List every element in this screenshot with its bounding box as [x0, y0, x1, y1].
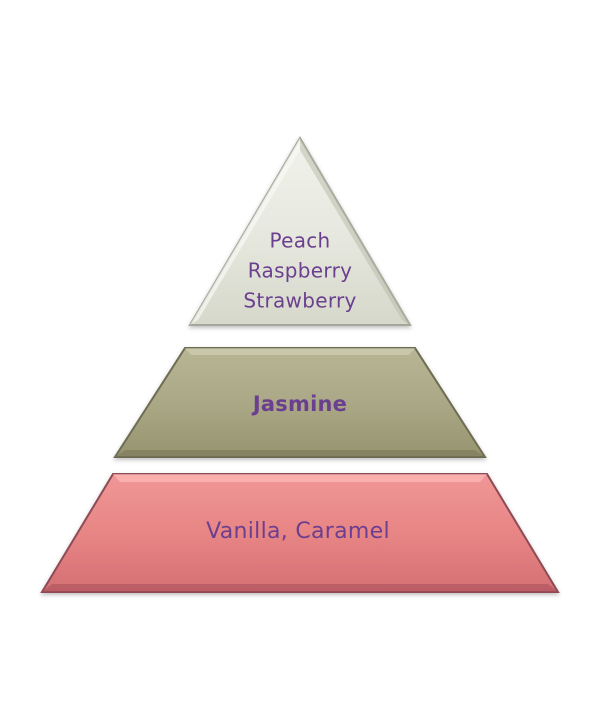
bottom-tier-bevel-top	[113, 474, 487, 482]
bottom-tier-label: Vanilla, Caramel	[206, 519, 390, 544]
top-tier-line-3: Strawberry	[243, 289, 356, 313]
bottom-tier-bevel-bottom	[42, 584, 558, 592]
top-tier-bevel-left	[190, 138, 300, 325]
middle-tier-bevel-bottom	[115, 450, 485, 457]
pyramid-tier-middle: Jasmine	[113, 347, 487, 458]
pyramid-tier-top: Peach Raspberry Strawberry	[188, 136, 412, 326]
pyramid-tier-bottom: Vanilla, Caramel	[40, 473, 560, 593]
middle-tier-bevel-top	[185, 348, 415, 355]
top-tier-line-1: Peach	[269, 229, 330, 253]
top-tier-line-2: Raspberry	[248, 259, 352, 283]
top-tier-bevel-right	[300, 138, 410, 325]
middle-tier-label: Jasmine	[251, 392, 347, 416]
